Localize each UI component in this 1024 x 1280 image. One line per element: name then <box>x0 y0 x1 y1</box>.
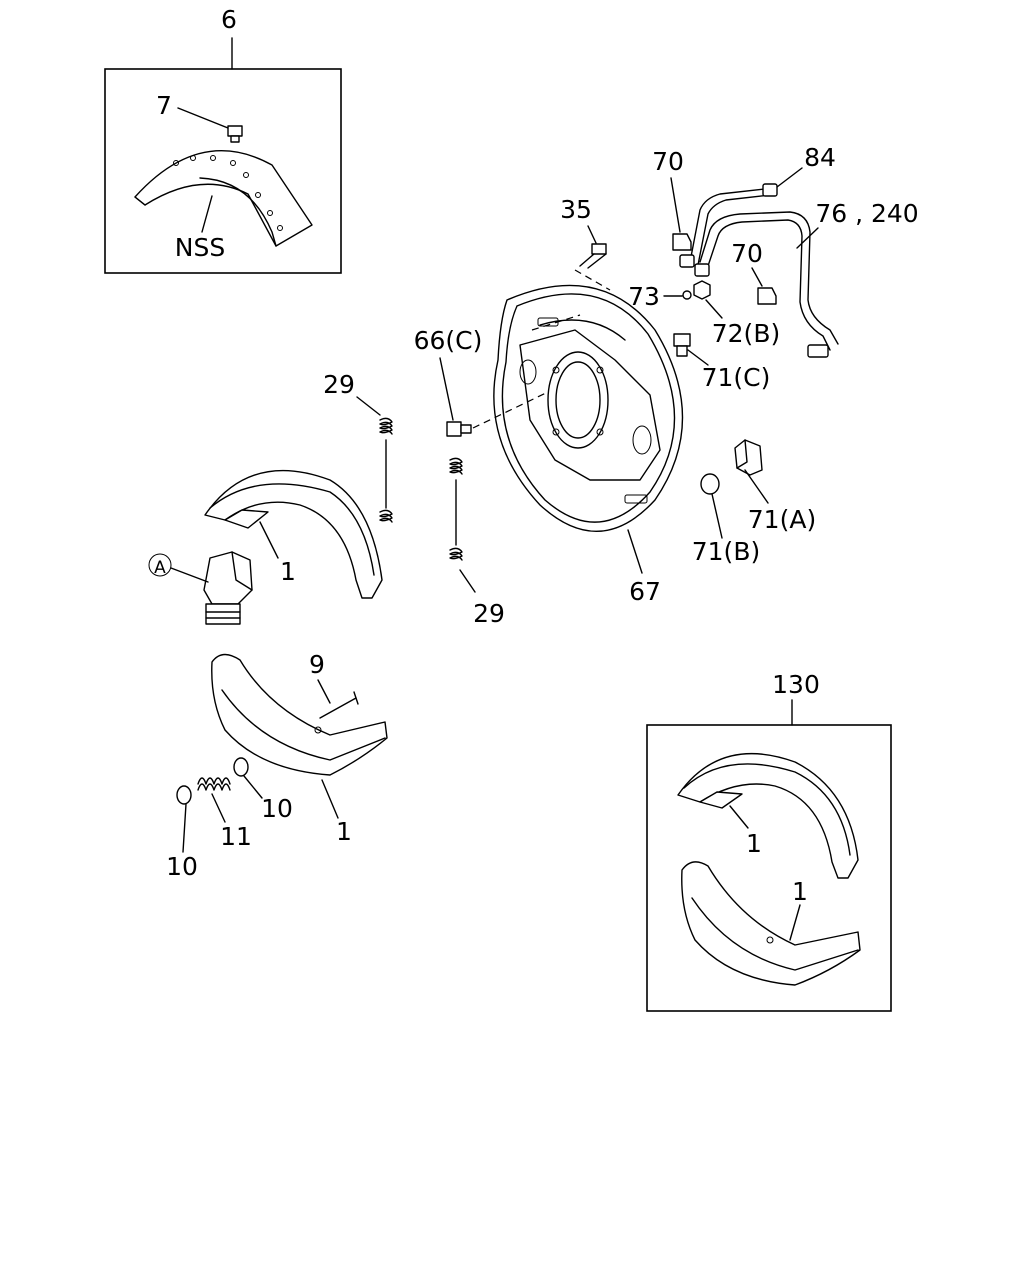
callout-70a: 70 <box>652 147 684 176</box>
return-spring-29a-part: 29 <box>323 370 393 523</box>
callout-9: 9 <box>309 650 325 679</box>
kit-shoe-upper-part <box>677 752 859 879</box>
callout-76-240: 76 , 240 <box>815 199 918 228</box>
callout-72b: 72(B) <box>712 319 780 348</box>
callout-67: 67 <box>629 577 661 606</box>
callout-10a: 10 <box>261 794 293 823</box>
callout-29a: 29 <box>323 370 355 399</box>
callout-10b: 10 <box>166 852 198 881</box>
callout-6: 6 <box>221 5 237 34</box>
plug-71a-part: 71(A) <box>734 439 816 534</box>
brake-lining-part <box>134 150 313 247</box>
bolt-35-part: 35 <box>560 195 611 291</box>
washer-73-part: 73 <box>628 282 692 311</box>
kit-shoe-lower-part <box>681 861 861 986</box>
backing-plate-part: 67 <box>493 284 684 606</box>
brake-pipe-part: 84 76 , 240 <box>679 143 919 358</box>
callout-1c: 1 <box>746 829 762 858</box>
callout-nss: NSS <box>175 233 225 262</box>
bleeder-71c-part: 71(C) <box>673 333 771 392</box>
hold-down-cup-10a-part: 10 <box>233 757 293 823</box>
nut-72b-part: 72(B) <box>693 280 780 348</box>
lining-kit-box: 6 7 NSS <box>104 5 342 274</box>
callout-71c: 71(C) <box>702 363 771 392</box>
shoe-kit-box: 130 1 1 <box>646 670 892 1012</box>
callout-84: 84 <box>804 143 836 172</box>
callout-1d: 1 <box>792 877 808 906</box>
callout-a: A <box>154 558 166 578</box>
bolt-66c-part: 66(C) <box>414 326 549 437</box>
rivet-part <box>227 125 243 143</box>
hold-down-cup-10b-part: 10 <box>166 785 198 881</box>
wheel-cylinder-part: A <box>148 551 253 625</box>
brake-shoe-lower-part: 1 <box>211 653 388 846</box>
callout-71b: 71(B) <box>692 537 760 566</box>
hold-down-spring-11-part: 11 <box>197 777 252 851</box>
clip-70a-part: 70 <box>652 147 692 251</box>
callout-1a: 1 <box>280 557 296 586</box>
callout-66c: 66(C) <box>414 326 483 355</box>
hold-down-pin-part: 9 <box>309 650 359 719</box>
clip-70b-part: 70 <box>731 239 777 305</box>
callout-70b: 70 <box>731 239 763 268</box>
callout-1b: 1 <box>336 817 352 846</box>
callout-35: 35 <box>560 195 592 224</box>
callout-130: 130 <box>772 670 820 699</box>
brake-shoe-upper-part: 1 <box>204 469 383 599</box>
callout-73: 73 <box>628 282 660 311</box>
callout-29b: 29 <box>473 599 505 628</box>
return-spring-29b-part: 29 <box>449 457 505 628</box>
plug-71b-part: 71(B) <box>692 473 760 566</box>
callout-7: 7 <box>156 91 172 120</box>
callout-71a: 71(A) <box>748 505 816 534</box>
callout-11: 11 <box>220 822 252 851</box>
